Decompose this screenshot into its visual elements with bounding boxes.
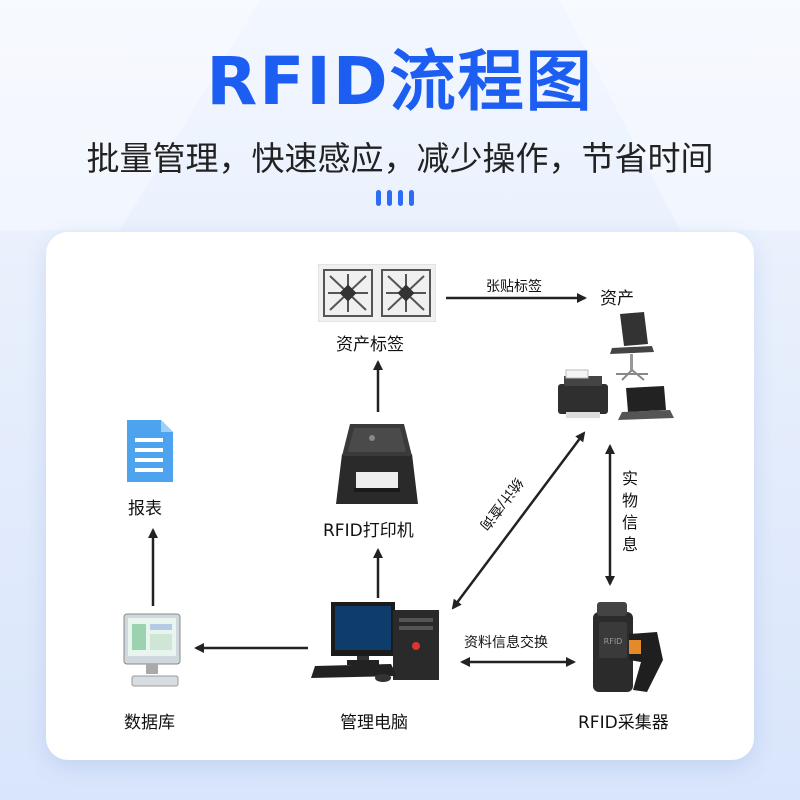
label-asset-tag: 资产标签 (336, 335, 404, 355)
rfid-printer-image (336, 424, 418, 504)
database-computer-image (123, 613, 181, 687)
decorative-dots (376, 190, 414, 206)
page-title: RFID流程图 (206, 43, 594, 120)
label-rfid-collector: RFID采集器 (578, 713, 669, 733)
label-management-pc: 管理电脑 (340, 713, 408, 733)
edge-label-physical-info: 实物信息 (621, 469, 638, 554)
label-database: 数据库 (124, 713, 175, 733)
label-rfid-printer: RFID打印机 (323, 521, 414, 541)
svg-text:RFID: RFID (604, 637, 623, 646)
label-asset: 资产 (600, 289, 634, 309)
rfid-collector-image: RFID (593, 602, 663, 692)
page-subtitle: 批量管理，快速感应，减少操作，节省时间 (86, 139, 714, 178)
management-pc-image (311, 602, 439, 682)
asset-image (558, 312, 674, 420)
edge-label-data-exchange: 资料信息交换 (464, 635, 548, 651)
asset-tag-image (318, 264, 436, 322)
edge-label-attach-tag: 张贴标签 (486, 279, 542, 295)
label-report: 报表 (128, 499, 162, 519)
report-document-icon (127, 420, 173, 482)
arrow-pc-asset-bidirectional (451, 431, 586, 610)
